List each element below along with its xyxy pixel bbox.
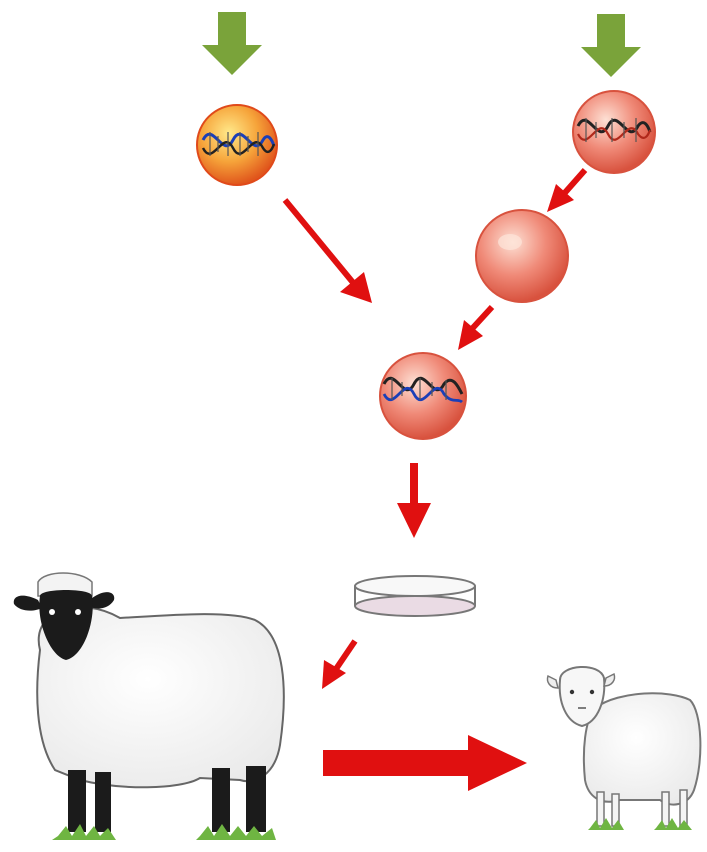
arrow-enucleated-to-fused <box>458 307 492 350</box>
arrow-egg-to-enucleated <box>547 170 585 212</box>
arrow-body-cell-to-fused <box>285 200 372 303</box>
enucleated-egg-cell-icon <box>476 210 568 302</box>
arrow-fused-to-dish <box>397 463 431 538</box>
green-down-arrow-icon <box>581 14 641 77</box>
green-down-arrow-icon <box>202 12 262 75</box>
surrogate-mother-sheep-icon <box>14 573 284 840</box>
fused-cell-with-dna-icon <box>380 353 466 439</box>
petri-dish-icon <box>355 576 475 616</box>
arrow-dish-to-surrogate <box>322 641 355 689</box>
arrow-surrogate-to-lamb <box>323 735 527 791</box>
cloned-lamb-icon <box>547 667 700 830</box>
egg-cell-with-dna-icon <box>573 91 655 173</box>
body-cell-with-dna-icon <box>197 105 277 185</box>
